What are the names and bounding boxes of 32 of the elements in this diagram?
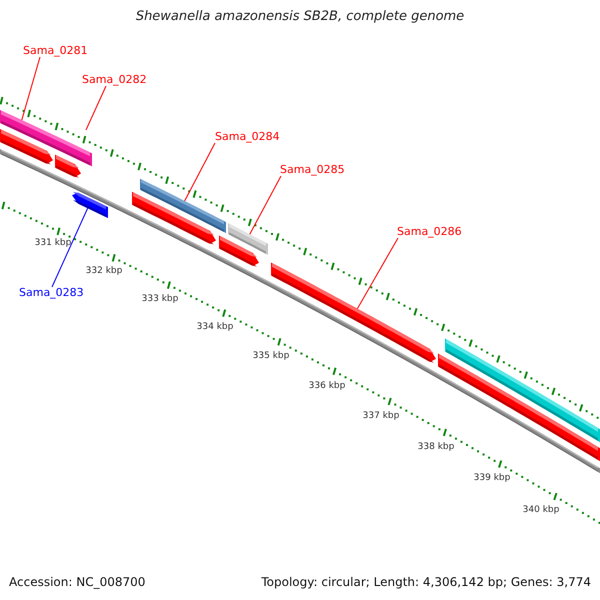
scale-label: 331 kbp: [34, 237, 72, 249]
scale-label: 335 kbp: [252, 350, 290, 362]
scale-label: 339 kbp: [472, 472, 512, 484]
gene-feature: [72, 192, 108, 218]
leader-line: [86, 86, 106, 130]
leader-line: [184, 142, 216, 202]
scale-label: 336 kbp: [308, 380, 346, 392]
gene-feature: [219, 236, 259, 267]
leader-line: [52, 208, 88, 288]
scale-label: 334 kbp: [196, 321, 234, 333]
leader-line: [356, 238, 398, 310]
scale-label: 338 kbp: [416, 441, 456, 453]
scale-label: 340 kbp: [522, 504, 560, 516]
leader-line: [21, 56, 40, 121]
gene-label: Sama_0285: [280, 164, 345, 176]
gene-feature: [271, 262, 436, 363]
gene-feature: [132, 192, 216, 244]
gene-label: Sama_0281: [23, 45, 88, 57]
title: Shewanella amazonensis SB2B, complete genome: [134, 11, 466, 23]
gene-feature: [0, 129, 53, 164]
gene-label: Sama_0284: [215, 131, 280, 143]
scale-label: 333 kbp: [140, 293, 180, 305]
gene-label: Sama_0282: [82, 74, 147, 86]
gene-feature: [55, 154, 81, 178]
scale-label: 337 kbp: [362, 410, 400, 422]
gene-label: Sama_0286: [397, 226, 462, 238]
footer-note: Accession: NC_008700: [9, 576, 146, 588]
gene-bar: [438, 354, 600, 462]
gene-label: Sama_0283: [19, 287, 84, 299]
leader-line: [249, 176, 282, 235]
footer-note: Topology: circular; Length: 4,306,142 bp; Genes: 3,774: [261, 576, 591, 588]
scale-label: 332 kbp: [84, 265, 124, 277]
